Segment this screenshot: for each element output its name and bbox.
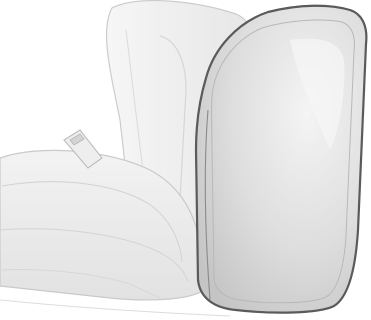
seat-side-trim [0,300,230,316]
side-airbag-icon [196,6,366,313]
